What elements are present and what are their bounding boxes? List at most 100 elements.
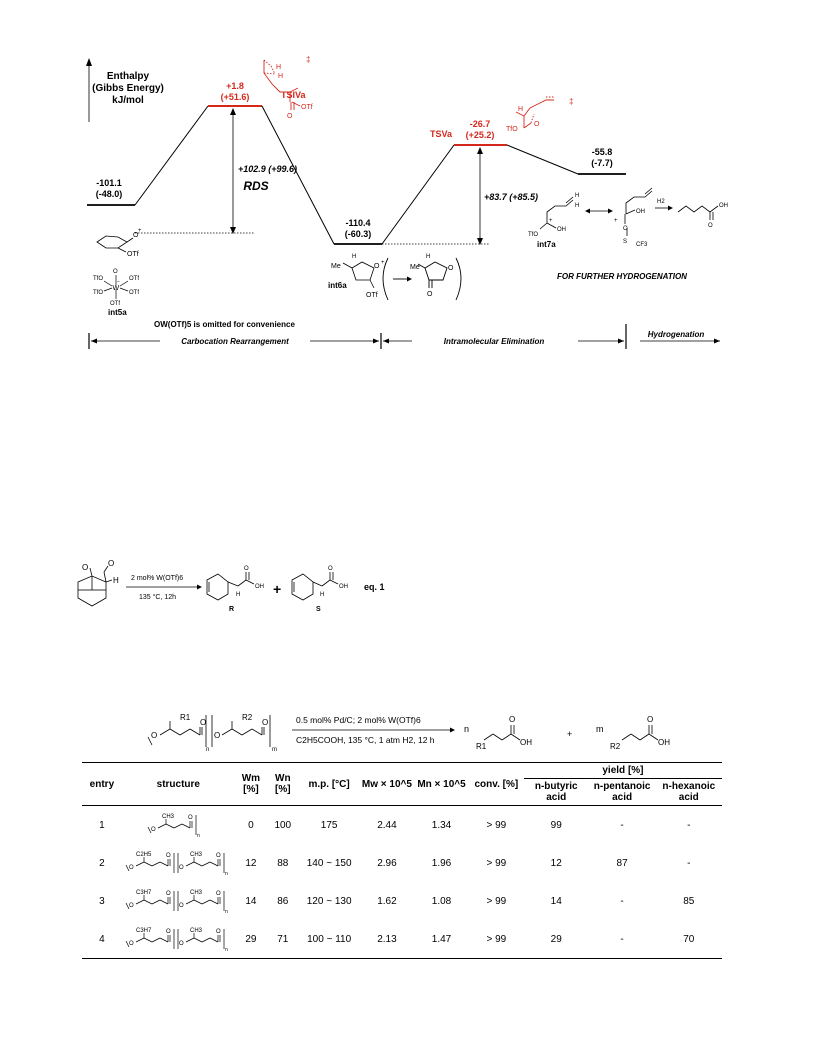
cell-entry: 2 — [99, 857, 105, 869]
struct-n: n — [225, 947, 228, 953]
w-tfo-2: TfO — [93, 290, 103, 296]
int5a-structure — [96, 235, 134, 253]
lactone-o: O — [82, 563, 88, 572]
tsva-structure — [515, 96, 554, 129]
cell-mp: 100 ~ 110 — [307, 933, 352, 945]
int7a-gibbs: (-7.7) — [591, 158, 613, 168]
product-oh: OH — [719, 203, 728, 209]
cell-conv: > 99 — [486, 933, 507, 945]
copolymer-co1: O — [200, 718, 206, 727]
scheme2-arrow — [292, 727, 455, 733]
int7a-tfo: TfO — [528, 232, 538, 238]
adamantane-lactone-structure — [77, 565, 113, 607]
product-1-oh: OH — [520, 738, 532, 747]
int5a-enthalpy: -101.1 — [96, 178, 122, 188]
header-wm: Wm [%] — [234, 762, 267, 806]
struct-sidechain: CH3 — [190, 890, 203, 896]
cell-hexanoic: 85 — [683, 895, 695, 907]
eq1-arrow — [126, 584, 202, 590]
int7a-structure-2 — [624, 187, 653, 236]
barrier-label-1: +102.9 (+99.6) — [238, 164, 297, 174]
product-m: m — [596, 724, 604, 734]
w-atom: W — [113, 285, 120, 292]
tsiva-o: O — [287, 113, 293, 120]
copolymer-r2: R2 — [242, 713, 253, 722]
lactone-h-eq: H — [113, 576, 119, 585]
product-r-h: H — [236, 592, 240, 598]
yield-table: entry structure Wm [%] Wn [%] m.p. [°C] … — [82, 762, 722, 959]
lactone-carbonyl-o-eq: O — [108, 560, 114, 568]
int6a-h: H — [352, 254, 356, 260]
product-s-o: O — [328, 566, 333, 572]
struct-sidechain: CH3 — [190, 852, 203, 858]
header-mp: m.p. [°C] — [298, 762, 360, 806]
int7a-plus: + — [549, 218, 553, 224]
product-n: n — [464, 724, 469, 734]
int6a-enthalpy: -110.4 — [345, 218, 370, 228]
int6a-plus: + — [381, 260, 385, 266]
lactone-ring-o: O — [448, 265, 454, 272]
header-structure: structure — [121, 762, 235, 806]
int7a-oh: OH — [557, 227, 566, 233]
cell-wn: 100 — [274, 819, 292, 831]
table-row: 2 — [82, 844, 722, 882]
struct-substituent: C3H7 — [136, 890, 152, 896]
int6a-label: int6a — [328, 281, 347, 290]
cell-wm: 29 — [245, 933, 257, 945]
struct-carbonyl2: O — [216, 891, 221, 897]
cell-pentanoic: 87 — [616, 857, 628, 869]
table-row: 3 — [82, 882, 722, 920]
product-2-r2: R2 — [610, 742, 621, 751]
cell-entry: 3 — [99, 895, 105, 907]
header-conv: conv. [%] — [468, 762, 524, 806]
struct-n: n — [197, 833, 200, 839]
header-butyric: n-butyric acid — [523, 778, 589, 806]
w-tfo-1: TfO — [93, 276, 103, 282]
int5a-plus: + — [138, 228, 142, 234]
cell-structure: O C3H7 O O CH3 O n — [122, 920, 235, 959]
w-otf-1: OTf — [129, 276, 139, 282]
tsva-gibbs: (+25.2) — [466, 130, 495, 140]
cell-wn: 71 — [277, 933, 289, 945]
cell-butyric: 99 — [550, 819, 562, 831]
tsiva-dagger: ‡ — [306, 55, 310, 64]
w-o-top: O — [113, 269, 118, 275]
eq1-label: eq. 1 — [364, 582, 385, 592]
tsiva-h1: H — [276, 64, 281, 71]
energy-profile-diagram: Enthalpy (Gibbs Energy) kJ/mol -101.1 (-… — [86, 55, 728, 349]
cell-mn: 1.08 — [431, 895, 452, 907]
struct-o: O — [129, 865, 134, 871]
further-hydrogenation-note: FOR FURTHER HYDROGENATION — [557, 272, 687, 281]
product-s-label: S — [316, 606, 321, 613]
tsva-dagger: ‡ — [569, 97, 573, 106]
struct-o2: O — [179, 865, 184, 871]
lactone-me: Me — [410, 264, 420, 271]
cell-butyric: 14 — [550, 895, 562, 907]
int7a-structure-1 — [539, 196, 574, 230]
product-acid-2 — [621, 725, 659, 741]
int5a-o: O — [133, 232, 139, 239]
barrier-label-2: +83.7 (+85.5) — [484, 192, 538, 202]
tsva-label: TSVa — [430, 129, 453, 139]
cell-mp: 175 — [320, 819, 338, 831]
axis-label-enthalpy: Enthalpy — [107, 71, 150, 82]
w-otf-3: OTf — [110, 301, 120, 307]
tsiva-h2: H — [278, 73, 283, 80]
struct-carbonyl2: O — [216, 929, 221, 935]
int7a-enthalpy: -55.8 — [592, 147, 613, 157]
cell-entry: 1 — [99, 819, 105, 831]
cell-structure: O C3H7 O O CH3 O n — [122, 882, 235, 920]
header-hexanoic: n-hexanoic acid — [655, 778, 722, 806]
cell-mw: 2.96 — [377, 857, 397, 869]
cell-wn: 88 — [277, 857, 289, 869]
int6a-otf: OTf — [366, 292, 378, 299]
product-2-o: O — [647, 715, 653, 724]
w-otf-2: OTf — [129, 290, 139, 296]
homopolymer-structure: O CH3 O n — [148, 814, 200, 839]
struct-o2: O — [179, 903, 184, 909]
copolymer-o1: O — [151, 731, 157, 740]
cell-structure: O CH3 O n — [122, 806, 235, 845]
copolymer-n: n — [206, 747, 209, 753]
int7a-b-o: O — [623, 226, 628, 232]
